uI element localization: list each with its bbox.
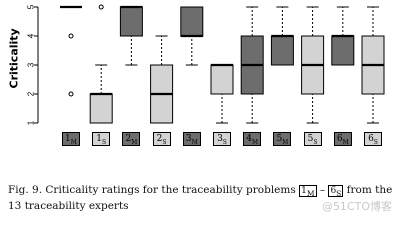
- box-6_S: [361, 6, 385, 124]
- y-tick-label: 1: [27, 120, 36, 125]
- box-1_S: [89, 4, 113, 124]
- box-6_M: [331, 6, 355, 66]
- category-label: 1M: [62, 132, 80, 146]
- category-label: 1S: [92, 132, 111, 146]
- caption-prefix: Fig. 9. Criticality ratings for the trac…: [8, 184, 300, 196]
- box-5_S: [301, 6, 325, 124]
- outlier-point: [98, 4, 104, 10]
- category-label: 4M: [243, 132, 262, 146]
- category-label: 6S: [364, 132, 382, 146]
- caption-suffix: from the 13 traceability experts: [8, 184, 393, 212]
- category-label: 5S: [303, 132, 322, 146]
- y-tick-label: 5: [27, 4, 36, 9]
- caption-dash: –: [316, 184, 329, 196]
- boxplot-chart: 1 2 3 4 5: [27, 4, 385, 125]
- box-body: [119, 6, 143, 37]
- category-label: 2S: [152, 132, 171, 146]
- box-body: [180, 6, 204, 37]
- box-body: [331, 35, 355, 66]
- box-3_M: [180, 6, 204, 66]
- caption-range-end: 6S: [328, 185, 344, 198]
- box-body: [89, 93, 113, 124]
- box-4_M: [240, 6, 264, 124]
- category-label: 2M: [122, 132, 141, 146]
- y-tick-label: 4: [27, 33, 36, 38]
- box-2_S: [150, 35, 174, 124]
- y-tick-label: 2: [27, 91, 36, 96]
- y-axis: 1 2 3 4 5: [27, 4, 39, 125]
- category-label: 3S: [213, 132, 231, 146]
- outlier-point: [68, 33, 74, 39]
- y-axis-label: Criticality: [7, 28, 21, 89]
- box-body: [210, 64, 234, 95]
- caption-range-start: 1M: [299, 185, 317, 198]
- y-tick-label: 3: [27, 62, 36, 67]
- category-label: 3M: [182, 132, 201, 146]
- watermark: @51CTO博客: [321, 200, 392, 213]
- box-5_M: [270, 6, 294, 66]
- box-body: [270, 35, 294, 66]
- category-label: 5M: [273, 132, 292, 146]
- box-1_M: [60, 5, 82, 97]
- box-2_M: [119, 5, 143, 66]
- box-3_S: [210, 63, 234, 124]
- outlier-point: [68, 91, 74, 97]
- boxes: [60, 4, 385, 124]
- category-label: 6M: [333, 132, 352, 146]
- figure-caption: Fig. 9. Criticality ratings for the trac…: [8, 184, 398, 213]
